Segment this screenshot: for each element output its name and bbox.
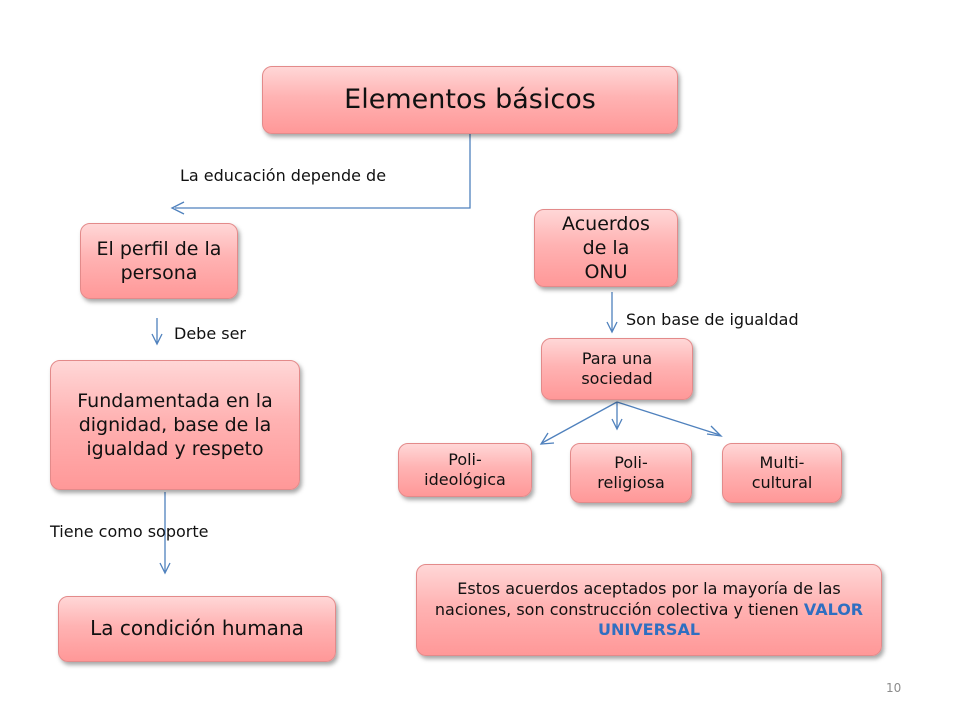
node-poli-ideologica-label: Poli-ideológica [424,449,506,489]
node-acuerdos-universal-highlight: VALOR UNIVERSAL [597,599,864,640]
node-acuerdos-onu-label: Acuerdos de la ONU [562,212,650,284]
arrowhead-sociedad-ideologica [539,432,555,445]
node-para-una-sociedad-label: Para una sociedad [581,348,653,388]
arrowhead-perfil-fundamentada [151,333,163,346]
page-number: 10 [886,681,902,695]
node-acuerdos-onu: Acuerdos de la ONU [534,209,678,287]
node-elementos-basicos: Elementos básicos [262,66,678,134]
node-multi-cultural-label: Multi-cultural [751,452,813,492]
arrowhead-fundamentada-condicion [159,562,171,575]
node-fundamentada: Fundamentada en la dignidad, base de la … [50,360,300,490]
connector-root-perfil [175,134,471,209]
label-tiene-soporte: Tiene como soporte [50,522,209,541]
arrowhead-sociedad-religiosa [611,418,623,431]
node-condicion-humana: La condición humana [58,596,336,662]
connector-sociedad-multicultural [616,401,721,436]
connector-sociedad-ideologica [541,401,618,444]
label-debe-ser: Debe ser [174,324,247,343]
node-poli-religiosa: Poli-religiosa [570,443,692,503]
node-acuerdos-universal: Estos acuerdos aceptados por la mayoría … [416,564,882,656]
node-acuerdos-universal-body: Estos acuerdos aceptados por la mayoría … [434,579,841,619]
arrowhead-root-perfil [170,201,185,215]
node-multi-cultural: Multi-cultural [722,443,842,503]
node-elementos-basicos-label: Elementos básicos [344,83,596,115]
node-poli-ideologica: Poli-ideológica [398,443,532,497]
node-acuerdos-universal-text: Estos acuerdos aceptados por la mayoría … [427,579,871,640]
node-condicion-humana-label: La condición humana [90,616,304,641]
node-fundamentada-label: Fundamentada en la dignidad, base de la … [77,389,273,461]
label-base-igualdad: Son base de igualdad [626,310,799,329]
node-poli-religiosa-label: Poli-religiosa [597,452,665,492]
arrowhead-onu-sociedad [606,321,618,334]
label-educacion-depende: La educación depende de [180,166,387,185]
node-para-una-sociedad: Para una sociedad [541,338,693,400]
arrowhead-sociedad-multicultural [706,425,723,437]
node-perfil-persona: El perfil de la persona [80,223,238,299]
node-perfil-persona-label: El perfil de la persona [96,237,222,284]
